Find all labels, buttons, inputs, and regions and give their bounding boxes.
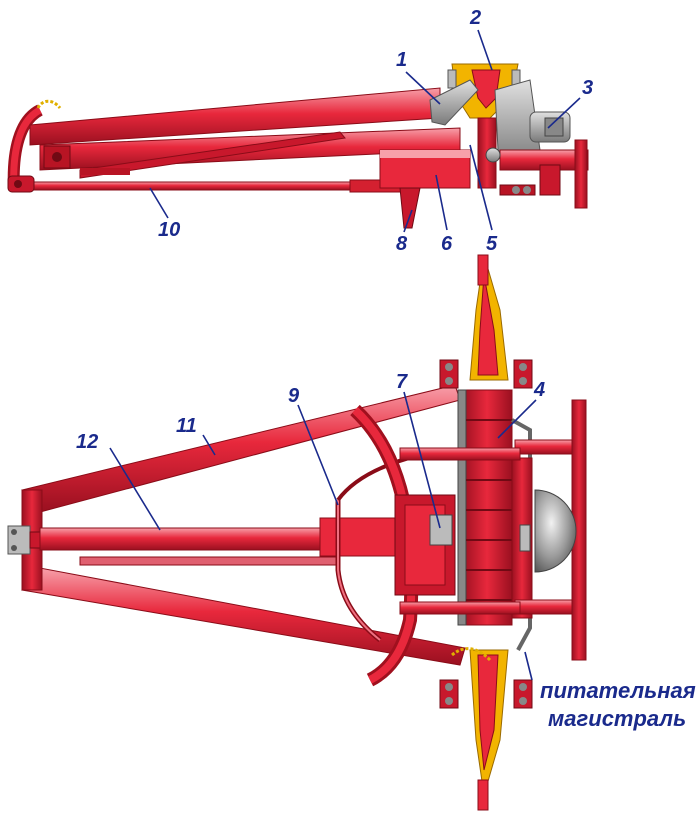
- side-view: [7, 63, 589, 229]
- drum-4: [461, 389, 513, 626]
- chain: [36, 99, 62, 110]
- callout-5: 5: [486, 233, 498, 255]
- callout-2: 2: [469, 7, 481, 29]
- callout-6: 6: [441, 233, 453, 255]
- leader-lines: [109, 29, 581, 681]
- gear-7: [429, 514, 453, 546]
- feed-line-label-1: питательная: [540, 678, 696, 703]
- callout-11: 11: [176, 415, 197, 437]
- callout-7: 7: [396, 371, 408, 393]
- callout-12: 12: [76, 431, 98, 453]
- lever-8: [399, 187, 421, 229]
- callout-10: 10: [158, 219, 180, 241]
- callout-1: 1: [396, 49, 407, 71]
- plan-view: [7, 254, 587, 811]
- callout-3: 3: [582, 77, 593, 99]
- callout-4: 4: [533, 379, 545, 401]
- dome: [534, 489, 577, 573]
- feed-line-label-2: магистраль: [548, 706, 686, 731]
- lever-1: [429, 79, 479, 126]
- callout-8: 8: [396, 233, 408, 255]
- callout-9: 9: [288, 385, 300, 407]
- rod-10: [29, 181, 361, 191]
